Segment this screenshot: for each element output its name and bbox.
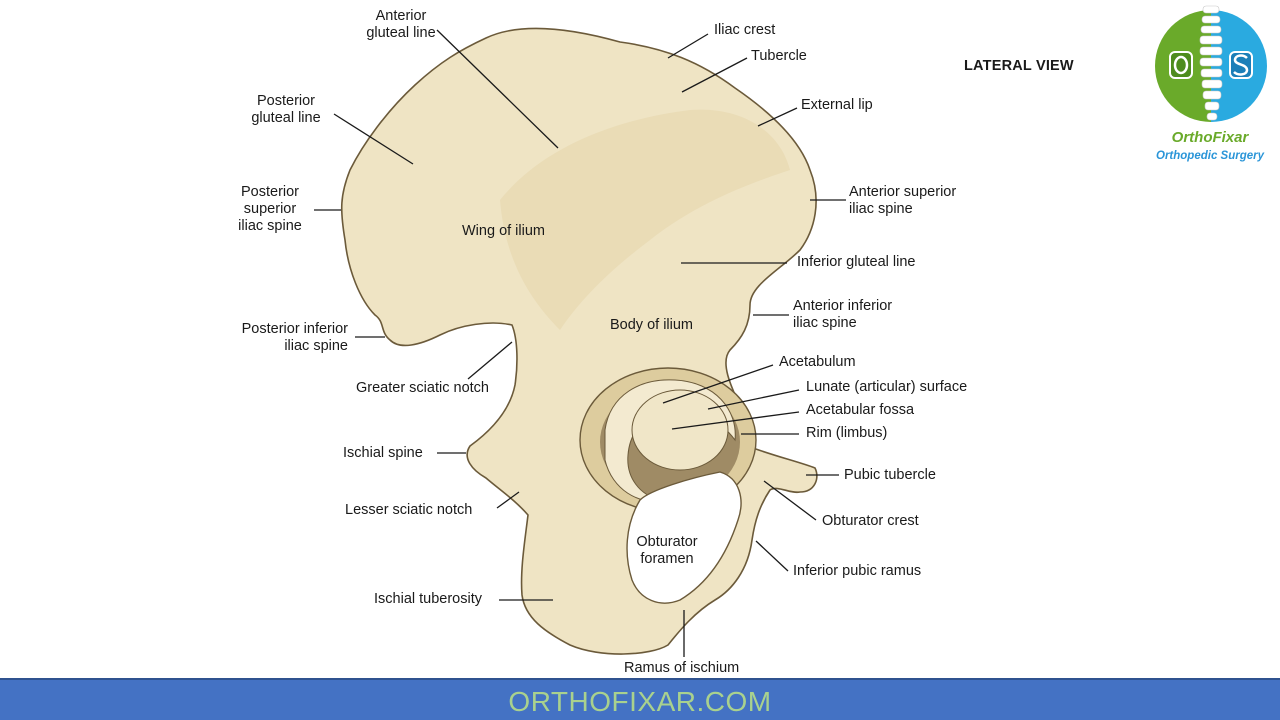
label-posterior-gluteal-line: Posterior gluteal line [251,93,321,126]
leader-anterior-gluteal-line [436,29,559,149]
label-obturator-foramen: Obturator foramen [636,534,698,567]
wing-shading [500,109,790,330]
label-posterior-superior-iliac-spine: Posterior superior iliac spine [238,184,302,234]
label-tubercle: Tubercle [751,48,807,64]
label-body-of-ilium: Body of ilium [610,317,694,333]
footer-bar: ORTHOFIXAR.COM [0,678,1280,720]
brand-subtitle: Orthopedic Surgery [1156,150,1264,162]
label-greater-sciatic-notch: Greater sciatic notch [356,380,489,396]
label-wing-of-ilium: Wing of ilium [462,223,545,239]
leader-obturator-crest [763,480,817,521]
label-inferior-pubic-ramus: Inferior pubic ramus [793,563,922,579]
leader-posterior-gluteal-line [333,113,414,165]
label-acetabulum: Acetabulum [779,354,856,370]
label-iliac-crest: Iliac crest [714,22,776,38]
leader-lesser-sciatic-notch [496,491,520,509]
hip-bone-diagram: Anterior gluteal line Iliac crest Tuberc… [238,5,1267,676]
leader-external-lip [757,107,798,127]
leader-acetabulum [662,364,774,404]
label-obturator-crest: Obturator crest [822,513,919,529]
leader-acetabular-fossa [671,411,800,430]
leader-lunate-surface [707,389,800,410]
orthofixar-logo [1155,5,1267,122]
leader-inferior-pubic-ramus [755,540,789,572]
label-ischial-tuberosity: Ischial tuberosity [374,591,482,607]
label-anterior-superior-iliac-spine: Anterior superior iliac spine [849,184,957,217]
acetabular-fossa [631,389,729,471]
obturator-foramen-shape [626,471,742,604]
leader-iliac-crest [667,33,709,59]
hip-bone-illustration [314,27,846,657]
label-rim: Rim (limbus) [806,425,888,441]
label-lunate-surface: Lunate (articular) surface [806,379,968,395]
leader-lines [314,29,846,657]
label-pubic-tubercle: Pubic tubercle [844,467,936,483]
label-lesser-sciatic-notch: Lesser sciatic notch [345,502,473,518]
leader-tubercle [681,57,748,93]
label-anterior-gluteal-line: Anterior gluteal line [366,8,436,41]
label-external-lip: External lip [801,97,873,113]
label-inferior-gluteal-line: Inferior gluteal line [797,254,916,270]
view-title: LATERAL VIEW [964,58,1074,74]
label-acetabular-fossa: Acetabular fossa [806,402,915,418]
brand-name: OrthoFixar [1171,129,1249,146]
label-ischial-spine: Ischial spine [343,445,423,461]
label-anterior-inferior-iliac-spine: Anterior inferior iliac spine [793,298,893,331]
label-ramus-of-ischium: Ramus of ischium [624,660,740,676]
label-posterior-inferior-iliac-spine: Posterior inferior iliac spine [241,321,348,354]
leader-greater-sciatic-notch [467,341,513,380]
footer-site-link[interactable]: ORTHOFIXAR.COM [508,686,772,717]
